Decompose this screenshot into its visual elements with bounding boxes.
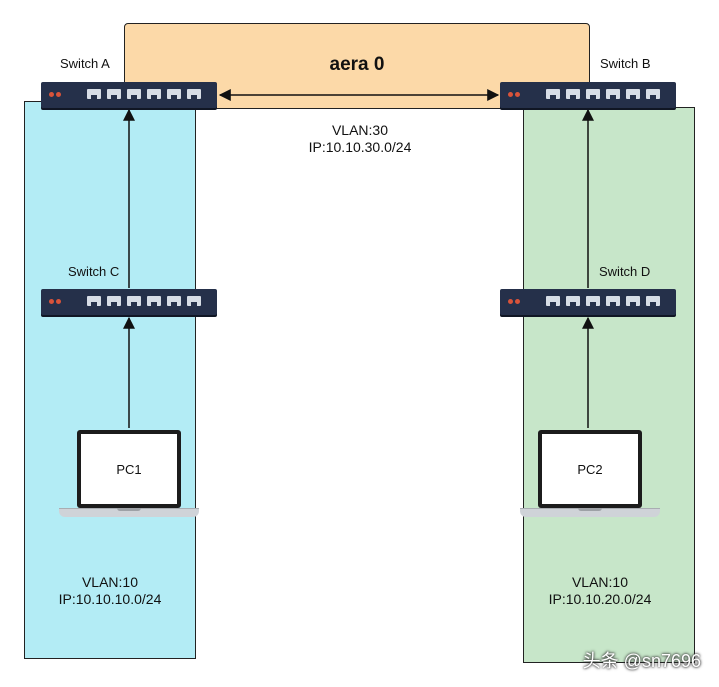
switch-led <box>515 299 520 304</box>
left-region-ip: IP:10.10.10.0/24 <box>58 591 162 607</box>
switch-port <box>87 89 101 99</box>
switch-port <box>107 89 121 99</box>
switch-port <box>546 296 560 306</box>
area0-title: aera 0 <box>329 54 385 75</box>
switch-port <box>127 296 141 306</box>
laptop-notch <box>117 508 141 511</box>
laptop-screen: PC2 <box>538 430 642 508</box>
pc2-laptop-icon[interactable]: PC2 <box>520 430 660 520</box>
switch-led <box>515 92 520 97</box>
laptop-screen: PC1 <box>77 430 181 508</box>
switch-port <box>586 89 600 99</box>
switch-c-label: Switch C <box>68 264 120 279</box>
vlan10-left-region <box>24 101 196 659</box>
switch-a[interactable] <box>41 82 217 108</box>
vlan10-right-region <box>523 107 695 663</box>
switch-b-label: Switch B <box>600 56 651 71</box>
switch-port <box>546 89 560 99</box>
switch-led <box>508 299 513 304</box>
switch-port <box>167 89 181 99</box>
trunk-vlan: VLAN:30 <box>331 122 389 138</box>
switch-port <box>87 296 101 306</box>
switch-a-label: Switch A <box>60 56 110 71</box>
switch-port <box>626 89 640 99</box>
switch-port <box>626 296 640 306</box>
right-region-ip: IP:10.10.20.0/24 <box>548 591 652 607</box>
switch-port <box>566 89 580 99</box>
pc2-label: PC2 <box>542 434 638 504</box>
pc1-laptop-icon[interactable]: PC1 <box>59 430 199 520</box>
left-region-vlan: VLAN:10 <box>81 574 139 590</box>
left-region-label: VLAN:10 IP:10.10.10.0/24 <box>40 574 180 608</box>
switch-port <box>606 89 620 99</box>
switch-port <box>107 296 121 306</box>
switch-port <box>566 296 580 306</box>
switch-port <box>147 296 161 306</box>
switch-led <box>508 92 513 97</box>
switch-port <box>586 296 600 306</box>
switch-d[interactable] <box>500 289 676 315</box>
switch-led <box>49 299 54 304</box>
switch-port <box>147 89 161 99</box>
switch-d-label: Switch D <box>599 264 651 279</box>
switch-b[interactable] <box>500 82 676 108</box>
switch-c[interactable] <box>41 289 217 315</box>
trunk-label: VLAN:30 IP:10.10.30.0/24 <box>300 122 420 156</box>
switch-port <box>187 296 201 306</box>
switch-led <box>56 92 61 97</box>
switch-port <box>187 89 201 99</box>
trunk-ip: IP:10.10.30.0/24 <box>308 139 412 155</box>
right-region-label: VLAN:10 IP:10.10.20.0/24 <box>530 574 670 608</box>
switch-led <box>49 92 54 97</box>
right-region-vlan: VLAN:10 <box>571 574 629 590</box>
watermark: 头条 @sn7696 <box>582 651 701 671</box>
switch-port <box>127 89 141 99</box>
switch-port <box>646 89 660 99</box>
switch-port <box>167 296 181 306</box>
switch-port <box>606 296 620 306</box>
switch-port <box>646 296 660 306</box>
pc1-label: PC1 <box>81 434 177 504</box>
laptop-notch <box>578 508 602 511</box>
switch-led <box>56 299 61 304</box>
